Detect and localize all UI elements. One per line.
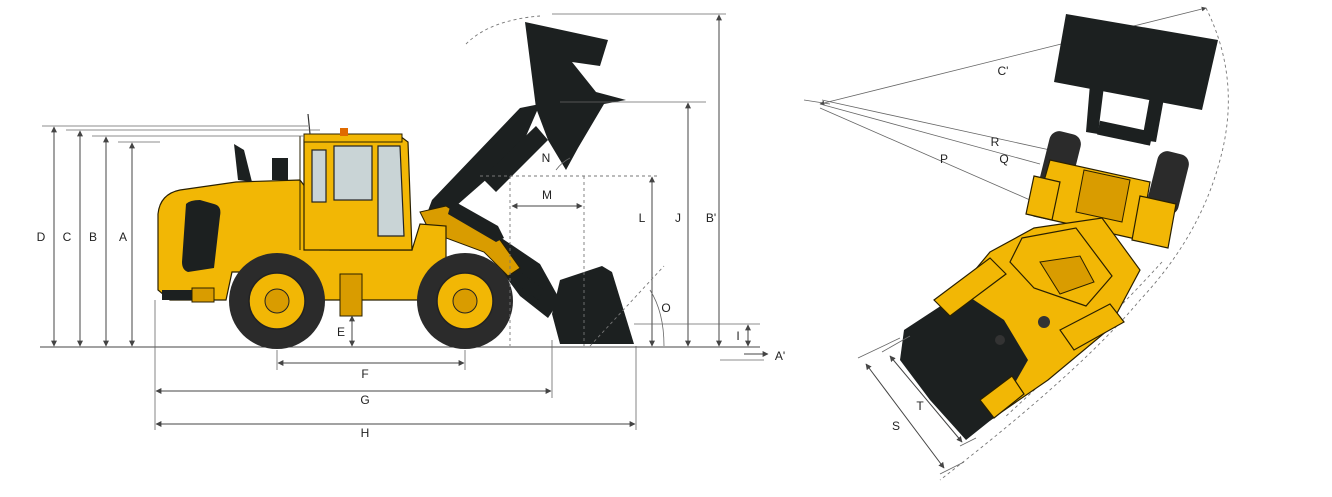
dim-label-c: C <box>63 230 72 244</box>
top-rear-frame <box>900 217 1141 440</box>
cab <box>303 113 413 251</box>
dim-label-o: O <box>661 301 670 315</box>
dim-label-b: B <box>89 230 97 244</box>
dim-label-m: M <box>542 188 552 202</box>
dim-label-p: P <box>940 152 948 166</box>
dim-label-t: T <box>916 399 924 413</box>
dim-label-a-prime: A' <box>775 349 785 363</box>
cab-window <box>333 145 373 201</box>
width-dimensions: S T <box>857 335 977 475</box>
raised-bucket <box>426 22 626 220</box>
dim-label-c-prime: C' <box>998 64 1009 78</box>
top-bucket <box>1054 14 1218 110</box>
dim-label-q: Q <box>999 152 1008 166</box>
dim-label-a: A <box>119 230 127 244</box>
turning-radius-lines: C' R Q P <box>803 6 1207 201</box>
dim-label-s: S <box>892 419 900 433</box>
front-wheel <box>417 253 513 349</box>
dim-label-l: L <box>639 211 646 225</box>
length-dimensions: F G H <box>154 300 637 440</box>
turning-arc <box>939 7 1229 481</box>
height-dimensions: D C B A <box>34 125 320 347</box>
top-front-frame <box>1025 131 1189 249</box>
dim-label-h: H <box>361 426 370 440</box>
lift-dimensions: M N L O J B' I A' <box>465 13 785 363</box>
dim-label-i: I <box>736 329 739 343</box>
dim-label-g: G <box>360 393 369 407</box>
loader-body <box>157 136 447 301</box>
dim-label-n: N <box>542 151 551 165</box>
dim-label-f: F <box>361 367 368 381</box>
dim-label-r: R <box>991 135 1000 149</box>
dim-label-d: D <box>37 230 46 244</box>
dim-label-b-prime: B' <box>706 211 716 225</box>
dim-label-e: E <box>337 325 345 339</box>
dim-label-j: J <box>675 211 681 225</box>
access-steps <box>339 273 363 317</box>
rear-wheel <box>229 253 325 349</box>
top-view: C' R Q P <box>803 6 1229 481</box>
side-view: D C B A E F G H M N <box>34 13 785 440</box>
